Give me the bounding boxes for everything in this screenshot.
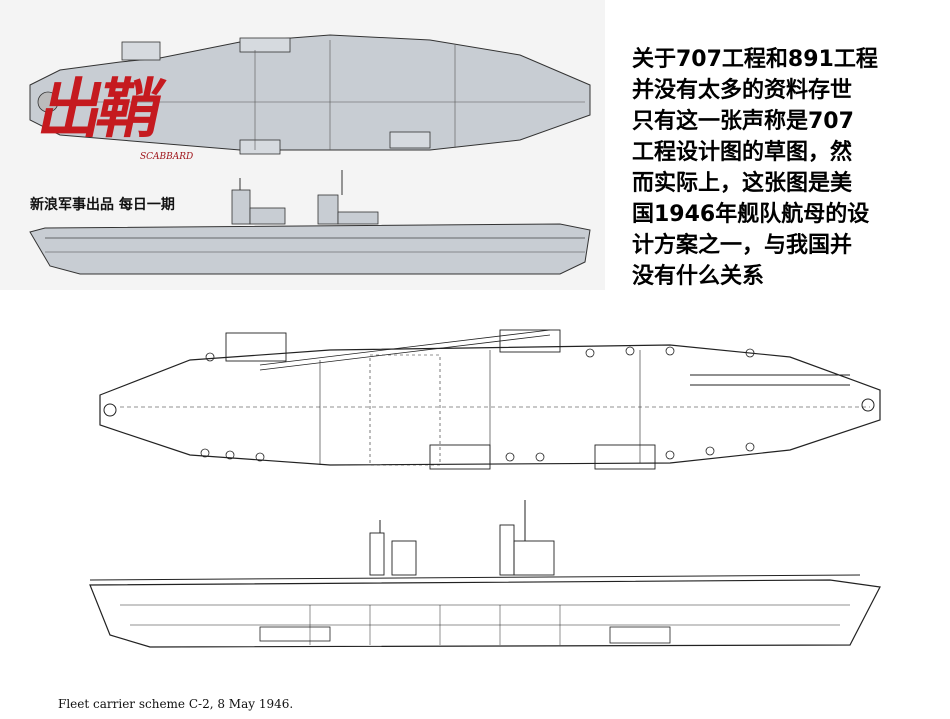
commentary-text: 关于707工程和891工程 并没有太多的资料存世 只有这一张声称是707 工程设… — [632, 47, 878, 289]
sketch-drawing — [29, 34, 591, 275]
logo: 出鞘 SCABBARD — [32, 72, 210, 193]
sketch-drawing-panel: 出鞘 SCABBARD 新浪军事出品 每日一期 — [0, 0, 605, 290]
logo-mark: 出鞘 — [32, 72, 165, 147]
blueprint-drawing — [89, 329, 881, 648]
logo-subtitle: SCABBARD — [140, 152, 194, 162]
figure-caption: Fleet carrier scheme C-2, 8 May 1946. — [58, 697, 294, 711]
publisher-label: 新浪军事出品 每日一期 — [30, 197, 175, 213]
